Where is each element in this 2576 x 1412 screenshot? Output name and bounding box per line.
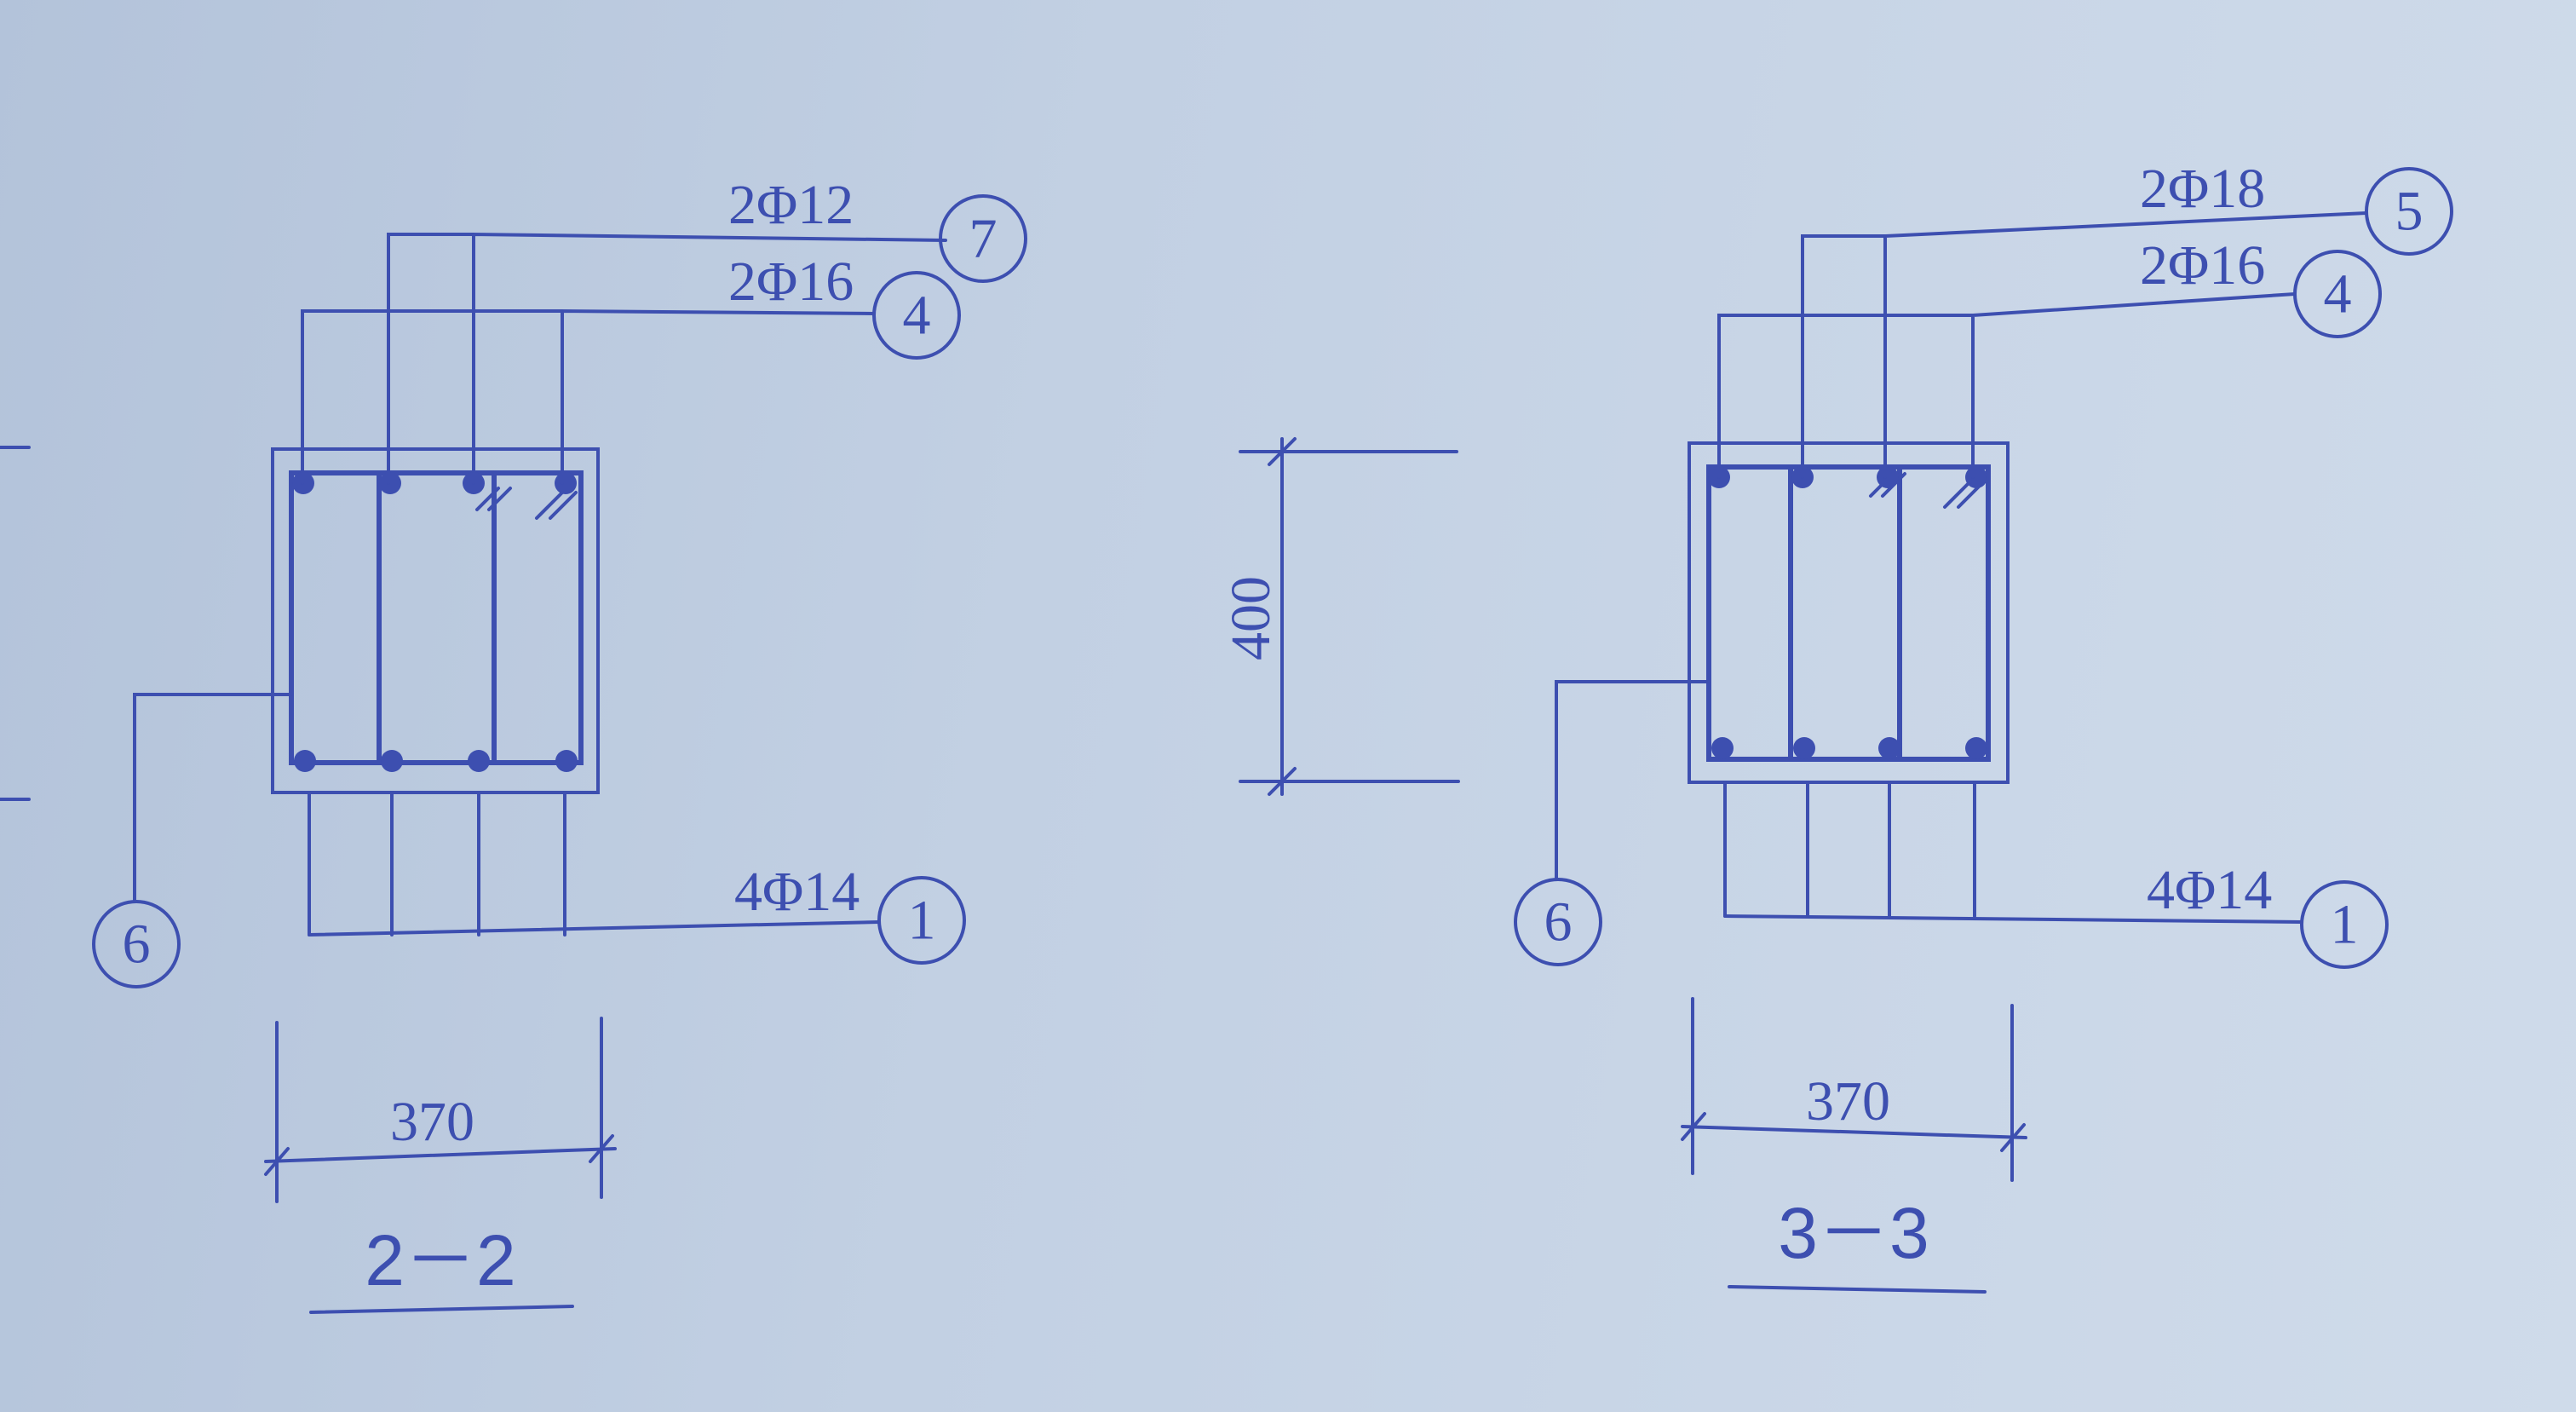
label-4phi14: 4Φ14 — [734, 861, 860, 923]
beam-outline-3-3 — [1688, 441, 2010, 784]
section-title-2-2: 2－2 — [365, 1220, 515, 1300]
stirrup-hooks-2-2 — [475, 487, 578, 520]
section-3-3: 2Φ18 5 2Φ16 4 4Φ14 1 6 370 3－3 — [1514, 158, 2453, 1294]
bottom-rebar — [1793, 737, 1815, 759]
dim-400: 400 — [1220, 576, 1282, 660]
mark-7: 7 — [969, 208, 998, 270]
top-rebar — [555, 472, 577, 494]
label-2phi16: 2Φ16 — [728, 251, 854, 313]
bottom-rebar — [555, 750, 578, 772]
dim-tick — [589, 1134, 614, 1163]
label-2phi16: 2Φ16 — [2140, 234, 2265, 297]
label-2phi12: 2Φ12 — [728, 174, 854, 236]
leader-top-1 — [387, 233, 475, 485]
mark-circle-6 — [92, 900, 181, 988]
mark-4: 4 — [903, 285, 931, 347]
bottom-rebar — [1878, 737, 1900, 759]
dim-tick — [2000, 1123, 2026, 1152]
label-2phi18: 2Φ18 — [2140, 158, 2265, 220]
bottom-rebar — [294, 750, 316, 772]
dim-tick — [1268, 437, 1297, 466]
bottom-rebar — [1965, 737, 1987, 759]
leader-top-2 — [1717, 314, 1975, 479]
mark-circle-6 — [1514, 878, 1602, 966]
outer-stirrup-3-3 — [1706, 464, 1991, 762]
beam-outline-2-2 — [271, 447, 600, 794]
label-4phi14: 4Φ14 — [2147, 859, 2272, 921]
mark-6: 6 — [123, 913, 151, 976]
leader-stirrup — [133, 693, 293, 902]
title-underline — [1728, 1285, 1987, 1294]
leader-top-1b — [472, 232, 947, 485]
mark-circle-1 — [877, 876, 966, 965]
inner-stirrup-3-3 — [1788, 464, 1902, 762]
leader-stirrup — [1555, 680, 1711, 881]
mark-circle-4 — [872, 271, 961, 360]
inner-stirrup-2-2 — [377, 470, 497, 765]
leader-top-2b — [1971, 292, 2297, 479]
bottom-rebar — [1711, 737, 1734, 759]
dim-line — [264, 1147, 617, 1163]
dim-line — [1681, 1125, 2027, 1139]
mark-circle-5 — [2365, 167, 2453, 256]
dim-370: 370 — [390, 1091, 474, 1153]
dim-tick — [1681, 1112, 1706, 1141]
mark-1: 1 — [908, 890, 936, 952]
title-underline — [309, 1305, 574, 1314]
mark-5: 5 — [2395, 181, 2424, 243]
leader-top-2b — [561, 308, 876, 485]
leader-top-1b — [1883, 211, 2368, 479]
dim-tick — [1268, 767, 1297, 796]
leader-top-1 — [1801, 234, 1887, 479]
mark-circle-4 — [2293, 250, 2382, 338]
dim-370: 370 — [1806, 1070, 1890, 1132]
mark-circle-1 — [2300, 880, 2389, 969]
mark-circle-7 — [939, 194, 1027, 283]
section-title-3-3: 3－3 — [1778, 1193, 1929, 1273]
mark-6: 6 — [1544, 891, 1573, 954]
leader-bottom-horizontal — [1723, 914, 2303, 924]
stirrup-hooks-3-3 — [1869, 472, 1986, 509]
leader-top-2 — [301, 309, 564, 485]
bottom-rebar — [381, 750, 403, 772]
mark-4: 4 — [2324, 263, 2352, 326]
section-2-2: 2Φ12 7 2Φ16 4 4Φ14 1 6 370 2－2 — [92, 174, 1027, 1314]
height-dimension: 400 — [1220, 437, 1460, 796]
leader-bottom-horizontal — [308, 920, 881, 937]
dim-tick — [264, 1147, 290, 1176]
mark-1: 1 — [2331, 894, 2359, 956]
bottom-rebar — [468, 750, 490, 772]
